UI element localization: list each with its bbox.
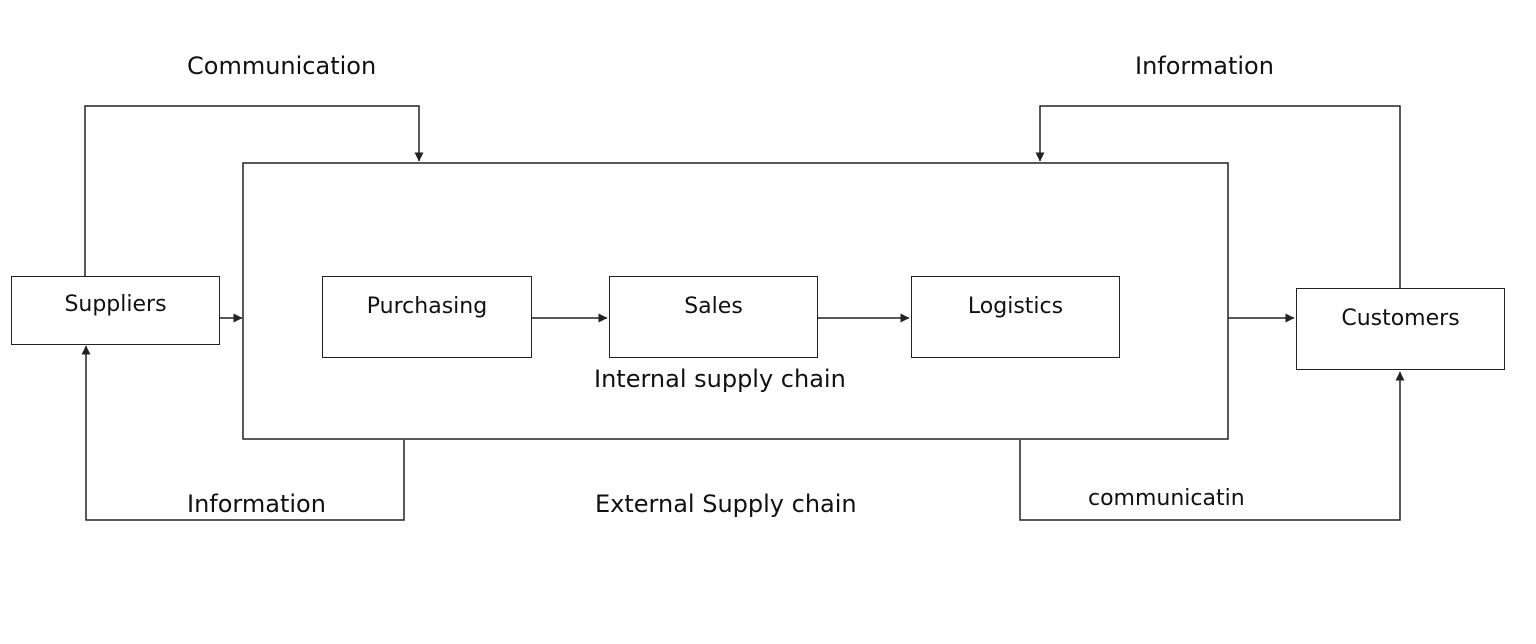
- customers-label: Customers: [1341, 306, 1460, 331]
- internal-chain-label: Internal supply chain: [594, 365, 846, 393]
- communication-connector-top: [84, 105, 424, 276]
- communication-label-top: Communication: [187, 52, 377, 80]
- communication-label-bottom: communicatin: [1088, 486, 1245, 511]
- internal-chain-container: [242, 162, 1229, 440]
- information-label-top: Information: [1135, 52, 1274, 80]
- external-chain-label: External Supply chain: [595, 490, 857, 518]
- purchasing-box: Purchasing: [322, 276, 532, 358]
- communication-connector-bottom: [1019, 371, 1405, 521]
- logistics-box: Logistics: [911, 276, 1120, 358]
- information-connector-top: [1035, 105, 1401, 288]
- information-connector-bottom: [81, 345, 405, 521]
- suppliers-box: Suppliers: [11, 276, 220, 345]
- logistics-label: Logistics: [967, 294, 1064, 319]
- suppliers-label: Suppliers: [64, 292, 167, 317]
- customers-box: Customers: [1296, 288, 1505, 370]
- sales-box: Sales: [609, 276, 818, 358]
- purchasing-label: Purchasing: [366, 294, 488, 319]
- sales-label: Sales: [684, 294, 743, 319]
- information-label-bottom: Information: [187, 490, 326, 518]
